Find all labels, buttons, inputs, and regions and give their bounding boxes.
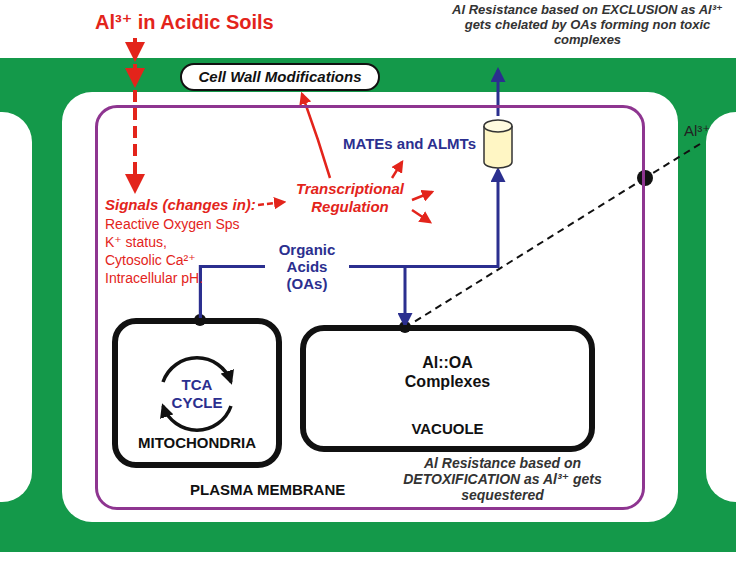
cylinder-top <box>484 120 512 132</box>
drawing-stroke <box>0 112 32 502</box>
cell-wall <box>0 58 736 552</box>
signal-item: Intracellular pH. <box>105 270 203 287</box>
signal-arrows <box>258 94 432 222</box>
drawing-stroke <box>412 192 432 200</box>
drawing-stroke <box>0 58 736 552</box>
stress-title: Al³⁺ in Acidic Soils <box>95 10 274 34</box>
flow-arrow <box>200 170 498 318</box>
signal-item: Reactive Oxygen Sps <box>105 216 240 233</box>
drawing-stroke <box>258 202 284 205</box>
drawing-stroke <box>133 38 137 58</box>
drawing-stroke <box>497 70 500 116</box>
node-title: Cell Wall Modifications <box>198 68 361 86</box>
drawing-stroke <box>637 170 653 186</box>
signals-heading: Signals (changes in): <box>105 196 256 214</box>
drawing-stroke <box>706 112 736 502</box>
regulation-label: Transcriptional Regulation <box>290 180 410 216</box>
cell-wall-box: Cell Wall Modifications <box>180 63 379 91</box>
mitochondrion: TCA CYCLE MITOCHONDRIA <box>112 318 282 468</box>
organic-acids-label: Organic Acids (OAs) <box>265 240 349 293</box>
plasma-membrane: MATEs and ALMTsTCA CYCLEMITOCHONDRIA Al::… <box>95 105 645 510</box>
detoxification-note: Al Resistance based on DETOXIFICATION as… <box>395 455 610 503</box>
node-title: PLASMA MEMBRANE <box>190 481 345 499</box>
drawing-stroke <box>133 64 137 84</box>
signal-item: Cytosolic Ca²⁺ <box>105 252 196 269</box>
drawing-stroke <box>392 162 402 178</box>
node-caption: MITOCHONDRIA <box>138 434 256 452</box>
tca-cycle-arrows <box>163 358 231 430</box>
node-caption: VACUOLE <box>411 420 483 438</box>
node-title: MATEs and ALMTs <box>343 135 476 153</box>
aluminium-uptake-path <box>414 144 700 322</box>
transporter-cylinder <box>482 118 514 170</box>
ion-label: Al³⁺ <box>684 122 710 140</box>
exclusion-note: Al Resistance based on EXCLUSION as Al³⁺… <box>445 2 730 47</box>
exclusion-arrow <box>498 70 499 116</box>
node-title: TCA CYCLE <box>167 376 227 412</box>
vacuole: Al::OA ComplexesVACUOLE <box>300 325 595 452</box>
node-title: Al::OA Complexes <box>383 353 513 391</box>
drawing-stroke <box>412 210 430 222</box>
transporter: MATEs and ALMTs <box>343 118 514 170</box>
drawing-stroke <box>414 178 645 322</box>
signal-item: K⁺ status, <box>105 234 167 251</box>
drawing-stroke <box>62 92 678 522</box>
aluminium-entry-arrow <box>133 38 137 190</box>
drawing-stroke <box>645 144 700 178</box>
